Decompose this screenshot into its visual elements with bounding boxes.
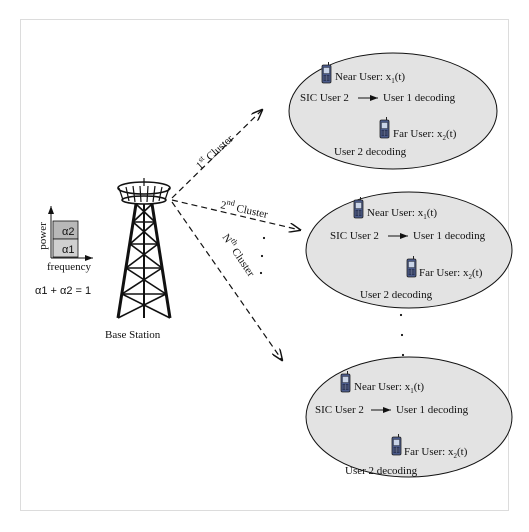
user1-decoding-label: User 1 decoding bbox=[413, 230, 486, 242]
cluster-2-ellipse bbox=[305, 191, 513, 309]
base-station-tower bbox=[116, 178, 172, 319]
frequency-axis-label: frequency bbox=[47, 261, 91, 273]
sic-user-label: SIC User 2 bbox=[315, 404, 364, 416]
alpha-equation: α1 + α2 = 1 bbox=[35, 285, 91, 297]
far-user-phone-icon bbox=[406, 255, 417, 278]
user2-decoding-label: User 2 decoding bbox=[345, 465, 418, 477]
user1-decoding-label: User 1 decoding bbox=[396, 404, 469, 416]
user1-decoding-label: User 1 decoding bbox=[383, 92, 456, 104]
near-user-phone-icon bbox=[340, 370, 351, 393]
user2-decoding-label: User 2 decoding bbox=[360, 289, 433, 301]
cluster-1-ellipse bbox=[288, 52, 498, 170]
power-axis-label: power bbox=[37, 222, 49, 250]
near-user-label: Near User: x1(t) bbox=[367, 207, 437, 221]
cluster-2: Near User: x1(t) SIC User 2 User 1 decod… bbox=[305, 191, 513, 309]
sic-user-label: SIC User 2 bbox=[330, 230, 379, 242]
arrow-cluster-2 bbox=[171, 199, 300, 230]
arrow-ellipsis-dots bbox=[259, 236, 266, 275]
near-user-label: Near User: x1(t) bbox=[354, 381, 424, 395]
far-user-phone-icon bbox=[391, 433, 402, 456]
far-user-label: Far User: x2(t) bbox=[393, 128, 457, 142]
user2-decoding-label: User 2 decoding bbox=[334, 146, 407, 158]
cluster-n-ellipse bbox=[305, 356, 513, 478]
alpha1-label: α1 bbox=[62, 244, 74, 256]
near-user-phone-icon bbox=[321, 61, 332, 84]
cluster-ellipsis-dots bbox=[399, 313, 405, 357]
alpha2-label: α2 bbox=[62, 226, 74, 238]
far-user-label: Far User: x2(t) bbox=[419, 267, 483, 281]
power-frequency-legend: α2 α1 power frequency α1 + α2 = 1 bbox=[35, 206, 93, 297]
cluster-n: Near User: x1(t) SIC User 2 User 1 decod… bbox=[305, 356, 513, 478]
cluster-1-arrow-label: 1st Cluster bbox=[192, 130, 236, 172]
base-station-label: Base Station bbox=[105, 329, 161, 341]
cluster-n-arrow-label: Nth Cluster bbox=[220, 230, 260, 279]
alpha1-block bbox=[52, 238, 79, 258]
arrow-cluster-1 bbox=[171, 110, 262, 199]
far-user-label: Far User: x2(t) bbox=[404, 446, 468, 460]
arrow-cluster-n bbox=[171, 201, 282, 360]
cluster-1: Near User: x1(t) SIC User 2 User 1 decod… bbox=[288, 52, 498, 170]
far-user-phone-icon bbox=[379, 116, 390, 139]
near-user-label: Near User: x1(t) bbox=[335, 71, 405, 85]
near-user-phone-icon bbox=[353, 196, 364, 219]
sic-user-label: SIC User 2 bbox=[300, 92, 349, 104]
